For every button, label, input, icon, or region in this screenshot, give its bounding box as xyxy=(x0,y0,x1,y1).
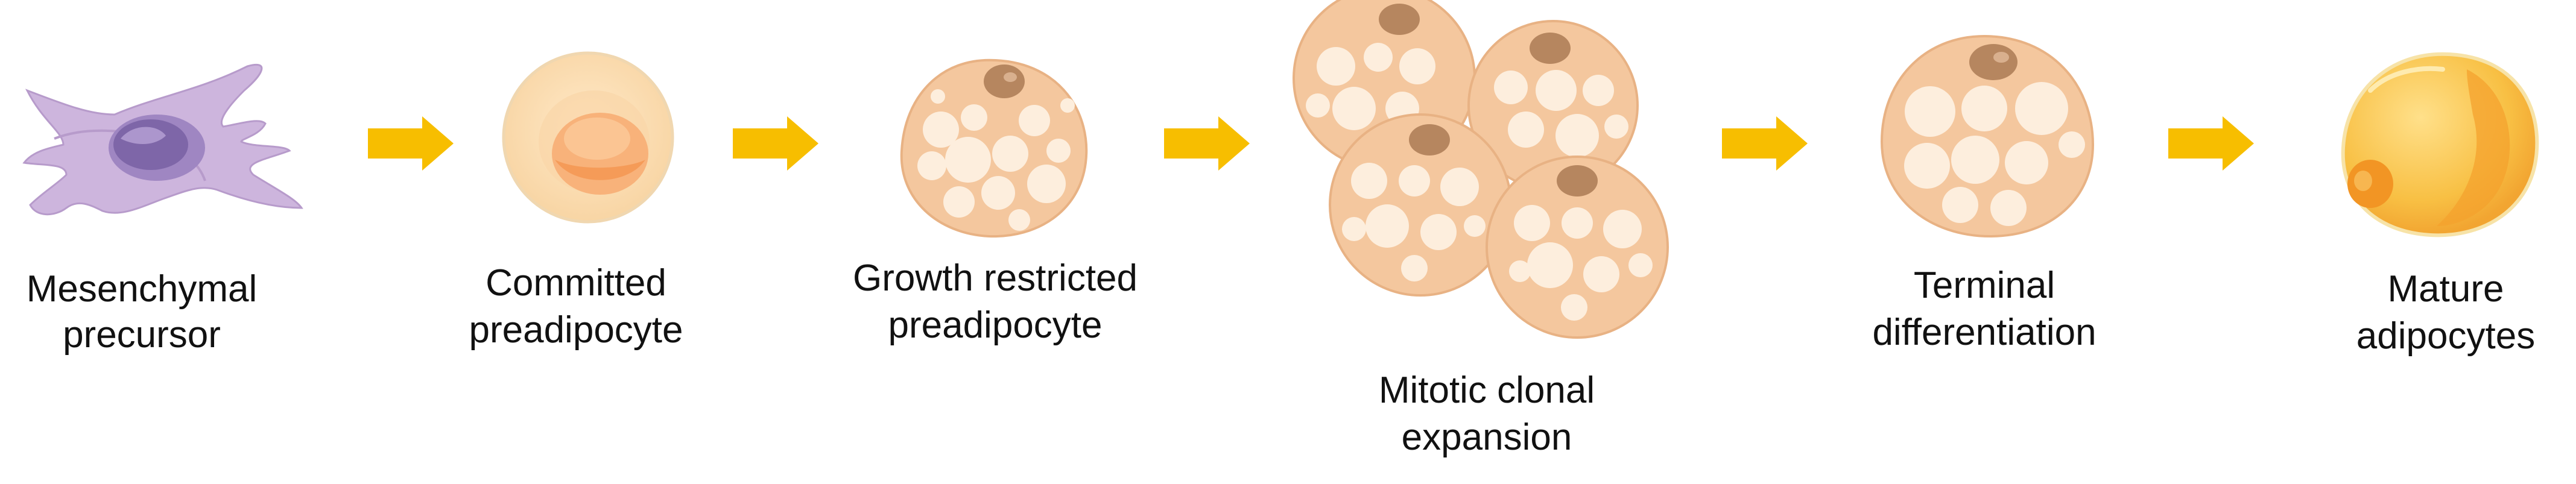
stage-label-line: precursor xyxy=(63,314,221,356)
committed-preadipocyte-icon xyxy=(502,51,674,224)
arrow-icon xyxy=(2168,116,2254,171)
dividing-cell xyxy=(1467,20,1639,191)
arrow-icon xyxy=(733,116,818,171)
cell-cluster-icon xyxy=(1293,0,1669,339)
stage-label-line: Terminal xyxy=(1914,265,2055,306)
stage-label-line: Mesenchymal xyxy=(27,268,257,310)
mesenchymal-cell-icon xyxy=(22,63,303,216)
stage-label-committed-preadipocyte: Committed preadipocyte xyxy=(469,262,683,351)
stage-label-growth-restricted-preadipocyte: Growth restricted preadipocyte xyxy=(853,257,1138,346)
stage-label-line: Mature xyxy=(2388,268,2504,310)
mature-adipocyte-icon xyxy=(2341,52,2539,237)
dividing-cell xyxy=(1486,156,1669,339)
arrow-icon xyxy=(1722,116,1808,171)
stage-label-line: expansion xyxy=(1402,416,1572,458)
arrow-icon xyxy=(1164,116,1250,171)
stage-label-line: Mitotic clonal xyxy=(1379,369,1595,411)
stage-label-line: Committed xyxy=(486,262,666,304)
stage-label-line: Growth restricted xyxy=(853,257,1138,299)
stage-label-mitotic-clonal-expansion: Mitotic clonal expansion xyxy=(1379,369,1595,458)
stage-label-mesenchymal-precursor: Mesenchymal precursor xyxy=(27,268,257,356)
differentiating-cell-icon xyxy=(1880,34,2095,238)
stage-label-terminal-differentiation: Terminal differentiation xyxy=(1872,265,2096,353)
stage-label-line: adipocytes xyxy=(2356,315,2535,357)
dividing-cell xyxy=(1329,113,1512,297)
stage-label-line: preadipocyte xyxy=(888,304,1102,346)
stage-label-line: preadipocyte xyxy=(469,309,683,351)
arrow-icon xyxy=(368,116,454,171)
growth-restricted-preadipocyte-icon xyxy=(900,58,1088,238)
stage-label-line: differentiation xyxy=(1872,312,2096,353)
stage-label-mature-adipocytes: Mature adipocytes xyxy=(2356,268,2535,357)
